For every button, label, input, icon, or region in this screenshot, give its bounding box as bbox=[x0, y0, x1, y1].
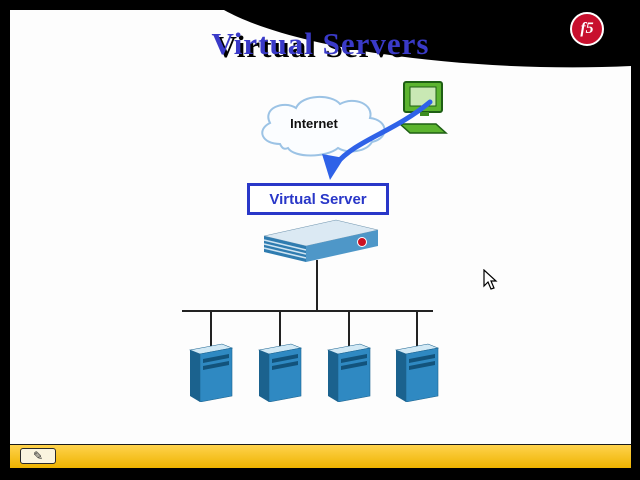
server-tower-icon bbox=[327, 343, 371, 402]
bigip-appliance-icon bbox=[263, 219, 379, 262]
connector-line-vertical bbox=[316, 260, 318, 312]
pen-icon: ✎ bbox=[32, 449, 44, 463]
internet-label: Internet bbox=[290, 116, 338, 131]
traffic-arrow-icon bbox=[322, 99, 433, 180]
pen-tool-button[interactable]: ✎ bbox=[20, 448, 56, 464]
slide: Virtual Servers f5 Internet Virtual Serv… bbox=[10, 10, 631, 444]
slide-title: Virtual Servers bbox=[211, 26, 430, 61]
presenter-toolbar: ✎ bbox=[10, 444, 631, 468]
virtual-server-label: Virtual Server bbox=[269, 190, 367, 208]
connector-line-stub bbox=[279, 310, 281, 346]
connector-line-stub bbox=[416, 310, 418, 346]
f5-logo-icon: f5 bbox=[570, 12, 604, 46]
corner-swoosh-decoration bbox=[224, 10, 631, 68]
internet-cloud-icon bbox=[261, 96, 386, 157]
server-tower-icon bbox=[395, 343, 439, 402]
virtual-server-box: Virtual Server bbox=[247, 183, 389, 215]
mouse-cursor bbox=[483, 269, 498, 290]
connector-line-stub bbox=[210, 310, 212, 346]
connector-line-bus bbox=[182, 310, 433, 312]
server-tower-icon bbox=[258, 343, 302, 402]
connector-line-stub bbox=[348, 310, 350, 346]
server-tower-icon bbox=[189, 343, 233, 402]
